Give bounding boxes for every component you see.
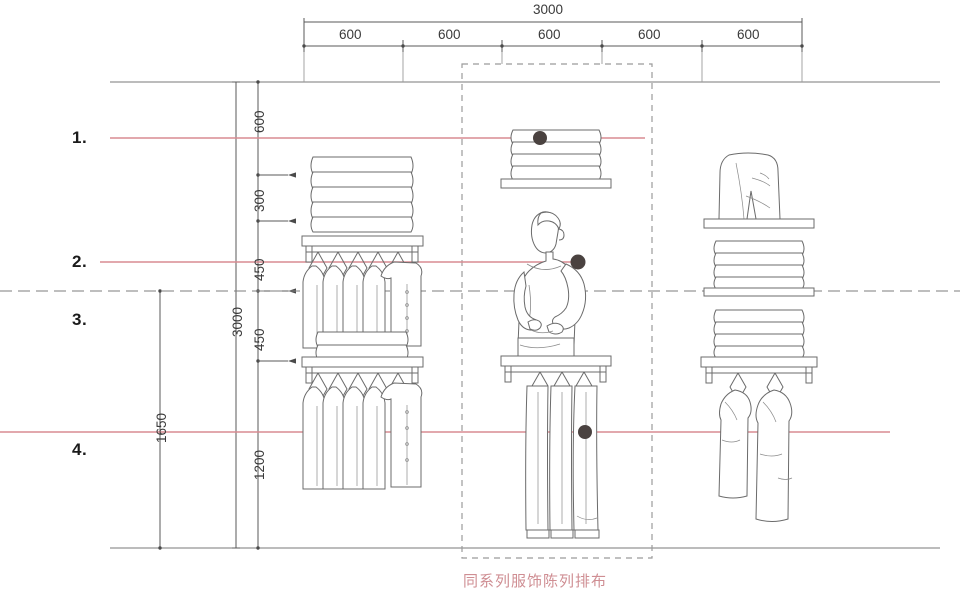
right-display-unit [700,152,818,522]
eye-level-dimension [158,289,162,550]
top-dimension-chain [302,18,804,52]
left-display-unit [301,156,424,490]
top-segment-1: 600 [339,27,362,42]
hanging-shirts-left-lower [302,382,423,490]
shelf-right-lower [700,356,818,384]
hanging-jackets-right [718,389,793,522]
left-overall-3000: 3000 [230,306,245,337]
folded-stack-left-top [310,156,414,233]
marker-label-2: 2. [72,252,88,271]
left-segment-450b: 450 [252,328,267,351]
marker-dot-2 [570,254,586,270]
top-segment-5: 600 [737,27,760,42]
top-extension-lines [303,52,803,82]
shelf-center-top [500,178,612,189]
folded-stack-left-lower [315,331,409,361]
left-segment-1200: 1200 [252,449,267,480]
marker-label-1: 1. [72,128,88,147]
folded-pants-right [718,152,781,220]
shelf-right-mid [703,287,815,297]
shelf-center-lower [500,355,612,383]
top-segment-2: 600 [438,27,461,42]
folded-stack-right-mid [713,240,805,290]
folded-stack-right-low [713,309,805,359]
series-caption: 同系列服饰陈列排布 [463,572,608,590]
marker-dot-4 [578,425,592,439]
left-segment-450a: 450 [252,258,267,281]
hanging-trousers-center [525,385,600,539]
marker-dot-1 [533,131,547,145]
folded-stack-center-top [510,129,602,181]
eye-level-1650: 1650 [154,412,169,443]
shelf-left-upper [301,235,424,263]
shelf-left-lower [301,356,424,384]
marker-label-4: 4. [72,440,88,459]
marker-label-3: 3. [72,310,88,329]
top-segment-3: 600 [538,27,561,42]
guide-marker-dots [533,131,592,439]
left-dimension-chain [232,80,296,550]
top-segment-4: 600 [638,27,661,42]
top-total-dimension: 3000 [533,2,564,17]
left-segment-300: 300 [252,189,267,212]
center-display-unit [500,129,612,539]
shelf-right-top [703,218,815,229]
hanging-shirts-left-upper [302,261,423,349]
mannequin-figure [513,211,587,357]
left-segment-600: 600 [252,110,267,133]
